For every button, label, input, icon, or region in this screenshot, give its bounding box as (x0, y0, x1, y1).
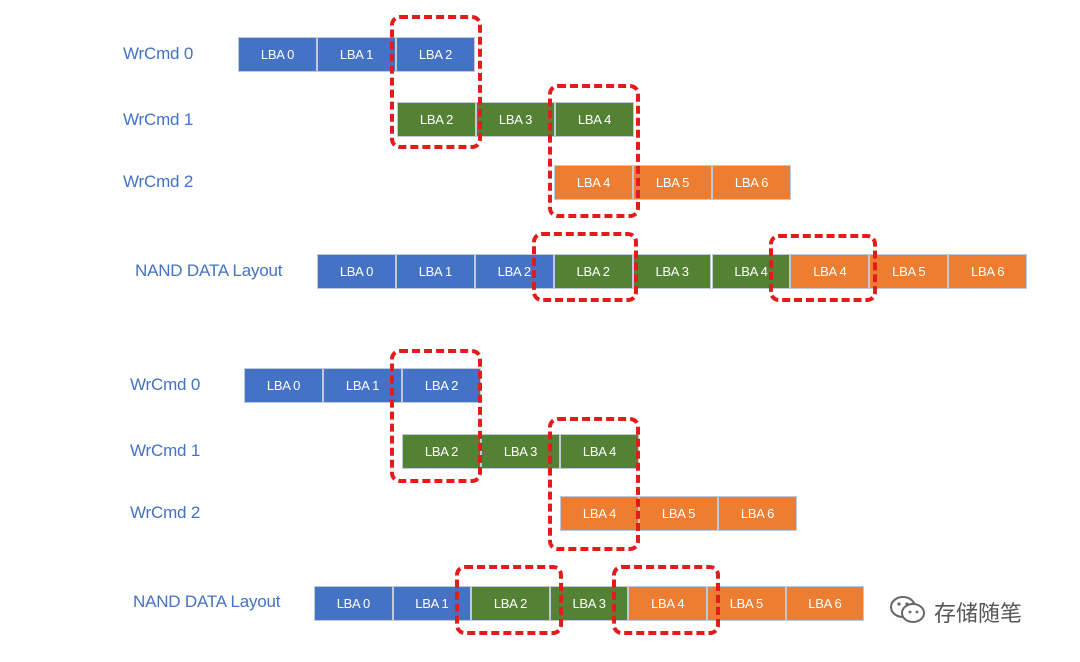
lba-block: LBA 1 (323, 368, 402, 403)
lba-block: LBA 4 (628, 586, 707, 621)
lba-block: LBA 6 (948, 254, 1028, 289)
lba-block: LBA 1 (317, 37, 396, 72)
row-label: NAND DATA Layout (135, 261, 283, 280)
overlap-highlight (455, 565, 563, 635)
lba-block: LBA 4 (790, 254, 870, 289)
row-label: WrCmd 1 (123, 110, 194, 129)
lba-block: LBA 5 (639, 496, 718, 531)
lba-block: LBA 3 (632, 254, 712, 289)
lba-block: LBA 0 (314, 586, 393, 621)
watermark: 存储随笔 (888, 592, 1022, 632)
row-label: NAND DATA Layout (133, 592, 281, 611)
lba-block: LBA 0 (244, 368, 323, 403)
row-label: WrCmd 2 (123, 172, 194, 191)
lba-block: LBA 4 (555, 102, 634, 137)
wechat-icon (888, 593, 928, 632)
overlap-highlight (548, 84, 640, 218)
lba-block: LBA 2 (397, 102, 476, 137)
lba-block: LBA 4 (711, 254, 791, 289)
lba-block: LBA 3 (481, 434, 560, 469)
lba-block: LBA 5 (707, 586, 786, 621)
row-label: WrCmd 2 (130, 503, 201, 522)
lba-block: LBA 5 (633, 165, 712, 200)
lba-block: LBA 4 (560, 434, 639, 469)
lba-block: LBA 1 (395, 254, 475, 289)
lba-block: LBA 0 (317, 254, 396, 289)
overlap-highlight (390, 349, 482, 483)
lba-block: LBA 0 (238, 37, 317, 72)
lba-block: LBA 5 (869, 254, 949, 289)
lba-block: LBA 2 (474, 254, 554, 289)
lba-block: LBA 3 (476, 102, 555, 137)
overlap-highlight (769, 234, 877, 302)
lba-block: LBA 6 (785, 586, 865, 621)
lba-block: LBA 6 (718, 496, 797, 531)
row-label: WrCmd 1 (130, 441, 201, 460)
lba-block: LBA 2 (402, 434, 481, 469)
overlap-highlight (390, 15, 482, 149)
row-label: WrCmd 0 (130, 375, 201, 394)
lba-block: LBA 2 (553, 254, 633, 289)
lba-block: LBA 4 (554, 165, 633, 200)
lba-block: LBA 6 (712, 165, 791, 200)
lba-block: LBA 2 (396, 37, 475, 72)
overlap-highlight (532, 232, 638, 302)
watermark-text: 存储随笔 (934, 602, 1023, 627)
lba-block: LBA 2 (471, 586, 550, 621)
lba-block: LBA 2 (402, 368, 481, 403)
overlap-highlight (612, 565, 720, 635)
overlap-highlight (548, 417, 640, 551)
row-label: WrCmd 0 (123, 44, 194, 63)
